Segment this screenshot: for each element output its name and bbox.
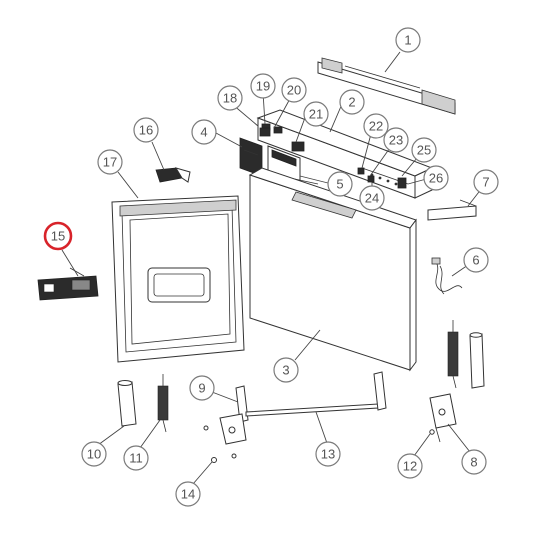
svg-text:7: 7 [482,175,489,190]
svg-text:9: 9 [198,381,205,396]
part-13-rod[interactable] [245,371,387,417]
svg-text:23: 23 [389,133,403,148]
svg-text:2: 2 [348,95,355,110]
svg-text:14: 14 [181,487,195,502]
callout-7: 7 [473,169,499,195]
callout-12: 12 [397,453,423,479]
part-16-latch[interactable] [155,167,191,183]
part-12-screw[interactable] [429,429,435,435]
leader-12 [413,433,431,457]
svg-text:1: 1 [404,33,411,48]
callout-11: 11 [123,445,149,471]
svg-text:22: 22 [369,119,383,134]
svg-text:8: 8 [470,455,477,470]
part-9-hinge[interactable] [219,385,249,445]
leader-6 [451,264,469,277]
svg-text:26: 26 [429,171,443,186]
leader-23 [369,144,393,177]
part-15-dispenser[interactable] [37,267,99,301]
svg-text:16: 16 [139,123,153,138]
callout-14: 14 [175,481,201,507]
svg-text:12: 12 [403,459,417,474]
leader-11 [139,419,161,449]
callout-8: 8 [461,449,487,475]
leader-2 [329,103,343,133]
leader-8 [447,423,471,453]
callout-4: 4 [191,119,217,145]
part-10-sleeve[interactable] [117,380,137,427]
leader-17 [117,171,139,199]
part-8-right-hinge[interactable] [429,393,457,443]
leader-9 [211,391,239,403]
svg-text:17: 17 [103,155,117,170]
svg-text:15: 15 [51,229,65,244]
callout-19: 19 [250,73,276,99]
svg-text:20: 20 [287,83,301,98]
callout-22: 22 [363,113,389,139]
svg-text:24: 24 [365,191,379,206]
right-spring-and-sleeve [447,320,485,389]
callout-9: 9 [189,375,215,401]
leader-5 [299,175,329,184]
callout-3: 3 [273,357,299,383]
part-17-inner-door-panel[interactable] [111,195,245,363]
leader-14 [192,461,213,485]
callout-24: 24 [359,185,385,211]
svg-text:5: 5 [336,177,343,192]
console-detail-components[interactable] [259,127,407,189]
svg-text:25: 25 [417,143,431,158]
leader-13 [315,411,329,447]
callout-16: 16 [133,117,159,143]
part-7-bracket-plate[interactable] [427,199,477,221]
callout-5: 5 [327,171,353,197]
callout-17: 17 [97,149,123,175]
svg-text:10: 10 [87,447,101,462]
callout-18: 18 [217,85,243,111]
svg-text:18: 18 [223,91,237,106]
callout-6: 6 [463,247,489,273]
svg-text:11: 11 [129,451,143,466]
callout-1: 1 [395,27,421,53]
callout-26: 26 [423,165,449,191]
callout-25: 25 [411,137,437,163]
callout-13: 13 [315,441,341,467]
part-14-screw[interactable] [203,425,237,463]
svg-text:6: 6 [472,253,479,268]
leader-3 [294,329,321,361]
part-1-top-trim[interactable] [317,57,456,115]
leader-15 [61,249,79,277]
callout-23: 23 [383,127,409,153]
part-3-outer-door-panel[interactable] [248,167,417,372]
svg-text:4: 4 [200,125,207,140]
callout-2: 2 [339,89,365,115]
part-11-spring[interactable] [157,374,169,433]
leader-1 [384,51,401,73]
callout-21: 21 [303,101,329,127]
callout-10: 10 [81,441,107,467]
leader-10 [97,425,125,446]
svg-text:3: 3 [282,363,289,378]
leader-16 [151,141,165,171]
leader-4 [215,132,243,148]
svg-text:21: 21 [309,107,323,122]
part-6-wire-harness[interactable] [431,257,463,295]
svg-text:13: 13 [321,447,335,462]
callout-20: 20 [281,77,307,103]
leader-21 [295,114,307,143]
svg-text:19: 19 [256,79,270,94]
callout-15: 15 [43,221,73,251]
